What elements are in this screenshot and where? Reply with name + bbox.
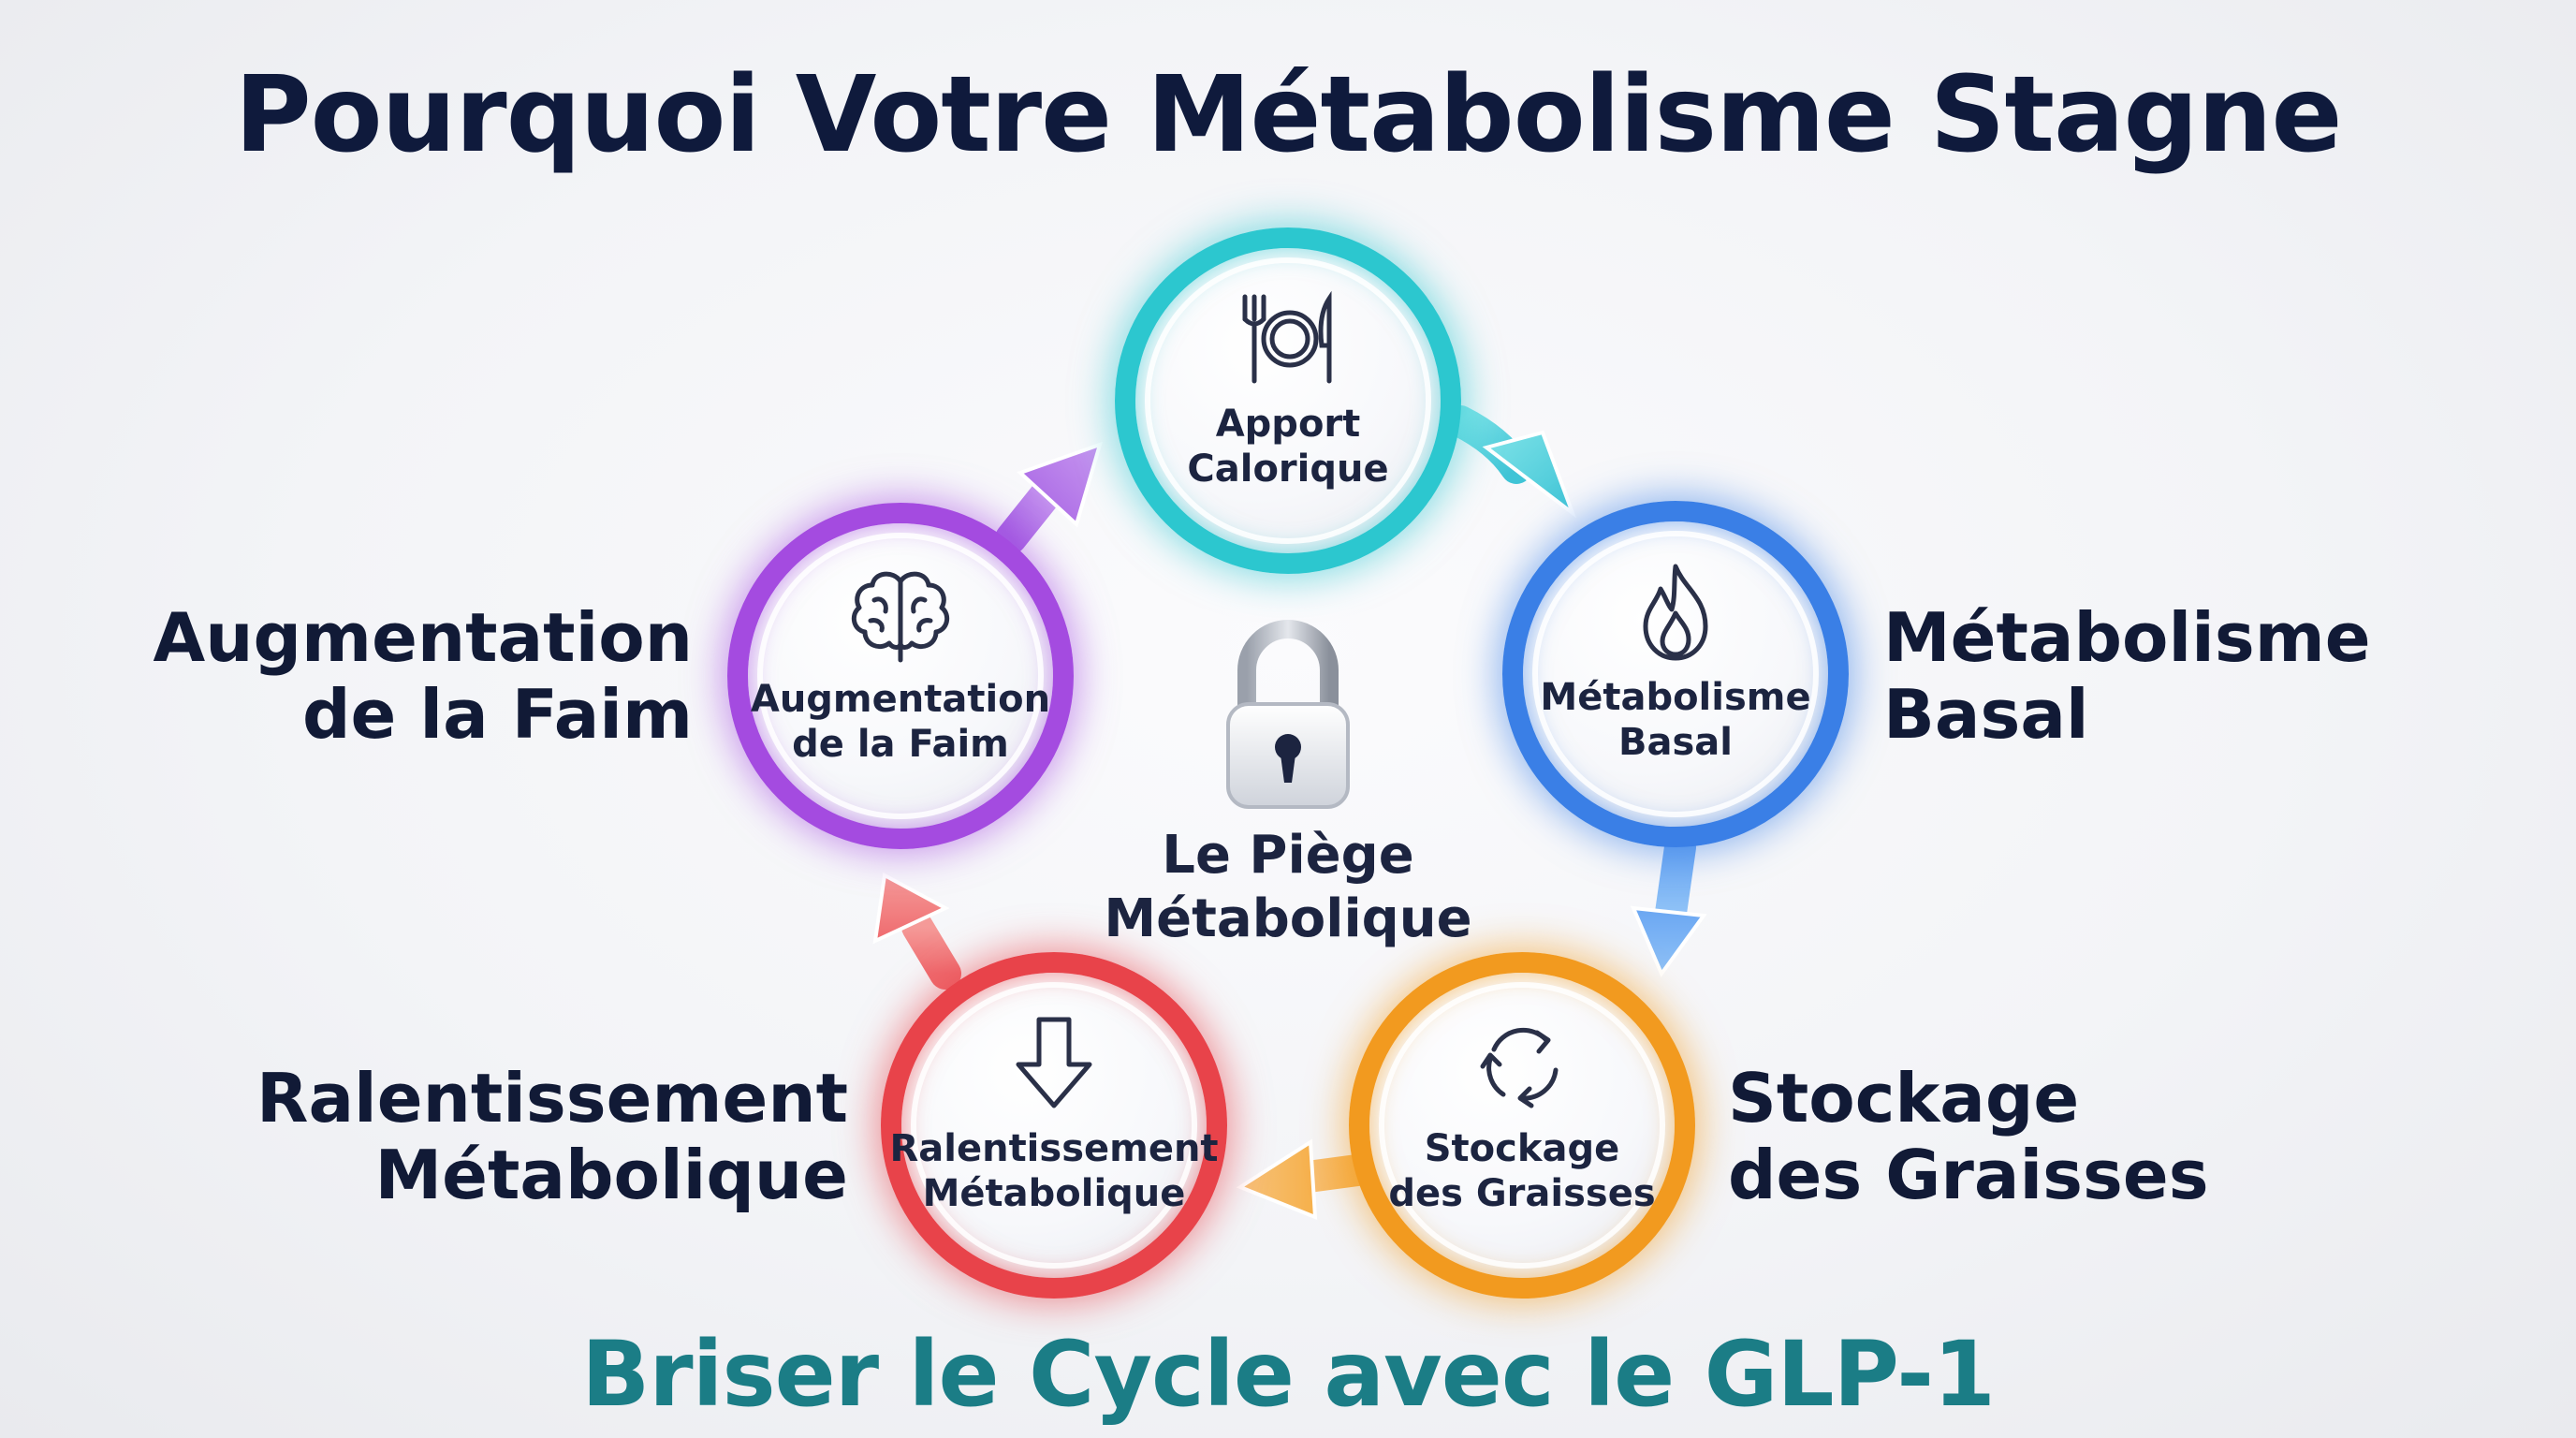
- side-label-stockage-graisses: Stockage des Graisses: [1728, 1059, 2209, 1214]
- arrow-apport-to-basal: [1444, 405, 1577, 519]
- node-label: Métabolisme Basal: [1540, 676, 1811, 764]
- arrow-faim-to-apport: [995, 441, 1104, 554]
- node-ring: [881, 952, 1227, 1299]
- node-ring: [727, 503, 1074, 849]
- arrow-ralentissement-to-faim: [872, 872, 961, 990]
- side-label-augmentation-faim: Augmentation de la Faim: [153, 598, 693, 754]
- node-stockage-graisses: Stockage des Graisses: [1349, 952, 1695, 1299]
- center-label: Le Piège Métabolique: [1104, 825, 1472, 949]
- down-arrow-icon: [1016, 1017, 1092, 1108]
- footer-tagline: Briser le Cycle avec le GLP-1: [581, 1322, 1996, 1427]
- recycle-arrows-icon: [1480, 1027, 1559, 1108]
- node-ring: [1349, 952, 1695, 1299]
- flame-icon: [1643, 564, 1708, 661]
- arrow-stockage-to-ralentissement: [1236, 1138, 1373, 1221]
- arrow-basal-to-stockage: [1630, 831, 1707, 978]
- side-label-metabolisme-basal: Métabolisme Basal: [1883, 598, 2371, 754]
- page-title: Pourquoi Votre Métabolisme Stagne: [234, 54, 2343, 176]
- node-ralentissement-metabolique: Ralentissement Métabolique: [881, 952, 1227, 1299]
- padlock-icon: [1226, 620, 1350, 809]
- node-ring: [1502, 501, 1849, 847]
- node-label: Apport Calorique: [1187, 403, 1389, 491]
- node-label: Augmentation de la Faim: [750, 678, 1051, 766]
- node-augmentation-faim: Augmentation de la Faim: [727, 503, 1074, 849]
- node-apport-calorique: Apport Calorique: [1115, 227, 1461, 574]
- node-ring: [1115, 227, 1461, 574]
- node-label: Stockage des Graisses: [1388, 1127, 1656, 1215]
- node-label: Ralentissement Métabolique: [889, 1127, 1219, 1215]
- node-metabolisme-basal: Métabolisme Basal: [1502, 501, 1849, 847]
- brain-icon: [851, 571, 950, 663]
- side-label-ralentissement-metabolique: Ralentissement Métabolique: [256, 1059, 848, 1214]
- plate-fork-knife-icon: [1242, 290, 1332, 384]
